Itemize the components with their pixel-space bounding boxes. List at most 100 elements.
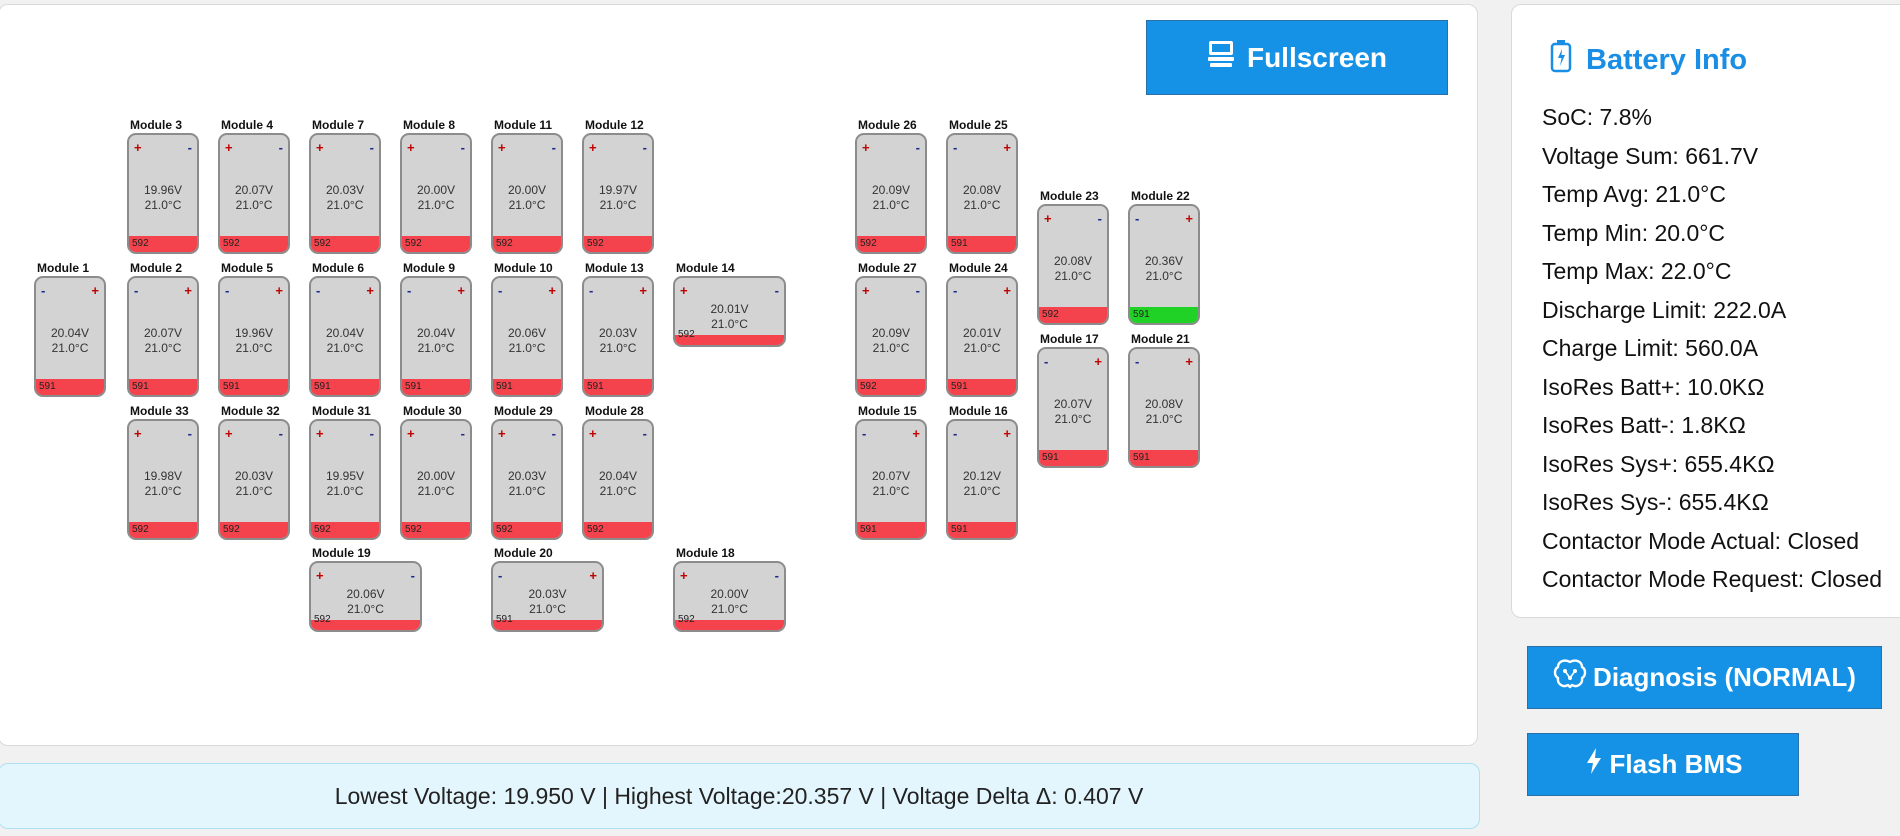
module-status-bar: 591 [948, 236, 1016, 252]
terminal-positive: + [589, 426, 597, 441]
module-11-label: Module 11 [494, 118, 553, 132]
fullscreen-button-label: Fullscreen [1246, 41, 1388, 73]
module-voltage: 20.12V [962, 469, 1002, 483]
module-status-bar: 592 [857, 236, 925, 252]
fullscreen-button[interactable]: Fullscreen [1146, 20, 1448, 95]
module-voltage: 20.06V [346, 587, 385, 601]
module-temperature: 21.0°C [711, 602, 748, 616]
module-24-label: Module 24 [949, 261, 1008, 275]
module-9-label: Module 9 [403, 261, 456, 275]
module-4-label: Module 4 [221, 118, 274, 132]
module-30-label: Module 30 [403, 404, 462, 418]
terminal-negative: - [551, 426, 556, 441]
terminal-negative: - [774, 283, 779, 298]
terminal-positive: + [1003, 426, 1011, 441]
module-status-bar: 592 [129, 522, 197, 538]
module-31-label: Module 31 [312, 404, 371, 418]
module-code: 591 [951, 381, 968, 392]
info-soc: SoC: 7.8% [1542, 104, 1652, 130]
module-voltage: 19.95V [325, 469, 365, 483]
terminal-positive: + [862, 140, 870, 155]
terminal-positive: + [589, 140, 597, 155]
module-17-label: Module 17 [1040, 332, 1099, 346]
module-status-bar: 592 [311, 236, 379, 252]
terminal-positive: + [184, 283, 192, 298]
flash-bms-button[interactable]: Flash BMS [1527, 733, 1799, 796]
module-status-bar: 592 [402, 522, 470, 538]
module-status-bar: 592 [493, 236, 561, 252]
terminal-positive: + [134, 426, 142, 441]
module-temperature: 21.0°C [963, 198, 1001, 212]
module-temperature: 21.0°C [235, 484, 273, 498]
info-contactor-request: Contactor Mode Request: Closed [1542, 566, 1883, 592]
terminal-negative: - [316, 283, 321, 298]
module-status-bar: 591 [857, 522, 925, 538]
module-voltage: 19.97V [598, 183, 638, 197]
info-temp-max: Temp Max: 22.0°C [1542, 258, 1732, 284]
module-23-label: Module 23 [1040, 189, 1099, 203]
module-14-label: Module 14 [676, 261, 735, 275]
info-discharge-limit: Discharge Limit: 222.0A [1542, 296, 1787, 323]
battery-info-title: Battery Info [1586, 43, 1748, 76]
info-charge-limit: Charge Limit: 560.0A [1542, 335, 1759, 361]
terminal-negative: - [187, 140, 192, 155]
terminal-negative: - [953, 283, 958, 298]
module-voltage: 20.04V [50, 326, 90, 340]
module-status-bar: 592 [1039, 307, 1107, 323]
battery-info-panel: Battery Info SoC: 7.8% Voltage Sum: 661.… [1511, 4, 1900, 618]
module-voltage: 20.00V [416, 183, 456, 197]
terminal-negative: - [862, 426, 867, 441]
terminal-positive: + [1003, 140, 1011, 155]
module-16-label: Module 16 [949, 404, 1008, 418]
terminal-positive: + [498, 140, 506, 155]
terminal-positive: + [1044, 211, 1052, 226]
terminal-positive: + [407, 140, 415, 155]
terminal-positive: + [225, 426, 233, 441]
module-21-label: Module 21 [1131, 332, 1190, 346]
module-voltage: 20.01V [710, 302, 749, 316]
diagnosis-button[interactable]: Diagnosis (NORMAL) [1527, 646, 1882, 709]
